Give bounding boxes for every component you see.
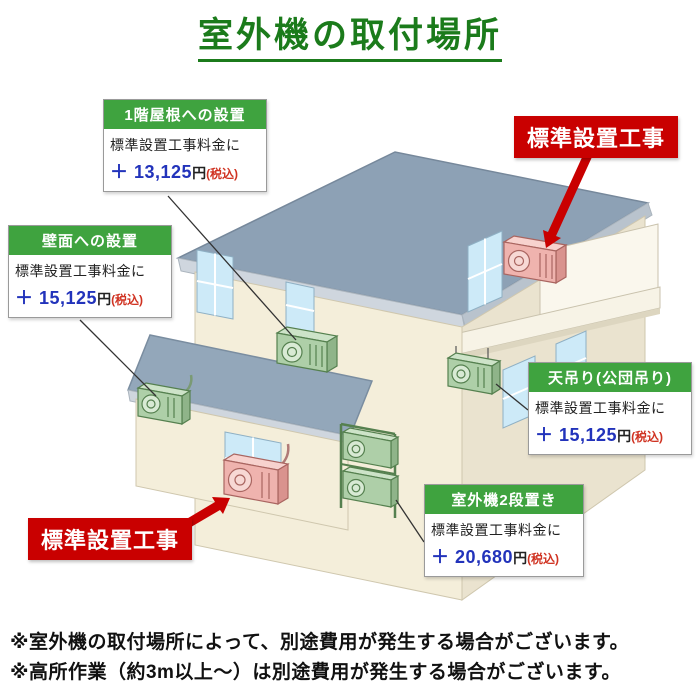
callout-desc: 標準設置工事料金に — [535, 400, 666, 416]
callout-body: 標準設置工事料金に ＋ 15,125円(税込) — [529, 392, 691, 454]
callout-desc: 標準設置工事料金に — [431, 522, 562, 538]
callout-priceline: ＋ 15,125円(税込) — [15, 284, 165, 310]
callout-label: 室外機2段置き — [425, 485, 583, 514]
callout-body: 標準設置工事料金に ＋ 20,680円(税込) — [425, 514, 583, 576]
standard-installation-badge-lower: 標準設置工事 — [28, 518, 193, 560]
footer-notes: ※室外機の取付場所によって、別途費用が発生する場合がございます。 ※高所作業（約… — [10, 628, 694, 688]
standard-installation-badge-upper: 標準設置工事 — [514, 116, 679, 158]
callout-body: 標準設置工事料金に ＋ 15,125円(税込) — [9, 255, 171, 317]
note-line-2: ※高所作業（約3m以上〜）は別途費用が発生する場合がございます。 — [10, 662, 622, 683]
pointer-line-roof1f — [167, 195, 297, 341]
price-unit: 円 — [97, 291, 112, 307]
pointer-line-ceiling — [495, 383, 529, 411]
price-unit: 円 — [513, 550, 528, 566]
window — [467, 230, 503, 313]
price-unit: 円 — [617, 428, 632, 444]
pointer-line-wall — [79, 319, 157, 397]
outdoor-unit-two-tier — [339, 422, 400, 518]
callout-wall-mounted: 壁面への設置 標準設置工事料金に ＋ 15,125円(税込) — [8, 225, 172, 318]
callout-label: 1階屋根への設置 — [104, 100, 266, 129]
price-unit: 円 — [192, 165, 207, 181]
price-value: ＋ 15,125 — [535, 425, 618, 445]
balcony-slab-shadow — [420, 308, 660, 369]
callout-desc: 標準設置工事料金に — [15, 263, 146, 279]
pointer-line-stack2 — [395, 499, 425, 543]
callout-priceline: ＋ 15,125円(税込) — [535, 421, 685, 447]
callout-priceline: ＋ 13,125円(税込) — [110, 158, 260, 184]
callout-ceiling-hung: 天吊り(公団吊り) 標準設置工事料金に ＋ 15,125円(税込) — [528, 362, 692, 455]
outdoor-unit-wing-roof — [275, 326, 339, 374]
tax-note: (税込) — [206, 167, 239, 181]
callout-body: 標準設置工事料金に ＋ 13,125円(税込) — [104, 129, 266, 191]
price-value: ＋ 20,680 — [431, 547, 514, 567]
callout-two-tier-stack: 室外機2段置き 標準設置工事料金に ＋ 20,680円(税込) — [424, 484, 584, 577]
tax-note: (税込) — [527, 552, 560, 566]
page-title: 室外機の取付場所 — [197, 16, 502, 63]
window — [196, 249, 234, 320]
note-line-1: ※室外機の取付場所によって、別途費用が発生する場合がございます。 — [10, 632, 630, 653]
window — [285, 281, 315, 335]
outdoor-unit-ceiling-hung — [446, 346, 502, 396]
outdoor-unit-ground — [222, 443, 290, 506]
price-value: ＋ 13,125 — [110, 162, 193, 182]
callout-priceline: ＋ 20,680円(税込) — [431, 543, 577, 569]
callout-desc: 標準設置工事料金に — [110, 137, 241, 153]
tax-note: (税込) — [631, 430, 664, 444]
price-value: ＋ 15,125 — [15, 288, 98, 308]
red-arrow-upper — [543, 153, 592, 248]
tax-note: (税込) — [111, 293, 144, 307]
callout-first-floor-roof: 1階屋根への設置 標準設置工事料金に ＋ 13,125円(税込) — [103, 99, 267, 192]
outdoor-unit-balcony — [502, 235, 568, 285]
callout-label: 壁面への設置 — [9, 226, 171, 255]
callout-label: 天吊り(公団吊り) — [529, 363, 691, 392]
title-area: 室外機の取付場所 — [0, 16, 700, 63]
outdoor-unit-wall-mounted — [136, 374, 193, 426]
pointer-lines — [79, 195, 529, 543]
